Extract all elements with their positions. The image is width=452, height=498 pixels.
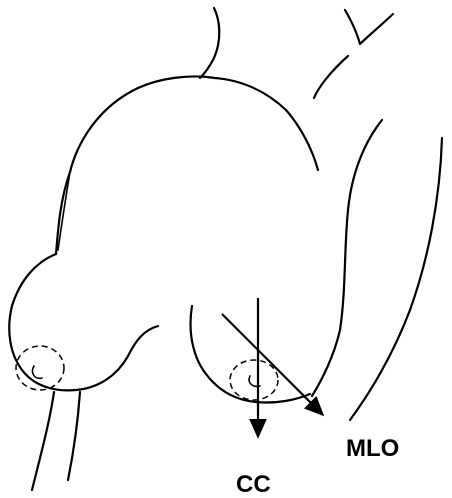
right-arm-outline [350,138,442,420]
shoulder-outline [345,10,393,44]
left-body-line [32,392,54,490]
left-breast-outline [9,254,158,390]
right-breast-outline [191,306,310,403]
mlo-label: MLO [346,435,399,462]
mlo-projection-arrow [222,314,318,410]
upper-chest-outline [56,76,318,254]
neck-outline [200,8,219,78]
left-nipple [32,366,42,378]
left-body-line-2 [68,392,80,480]
right-areola-outline [230,360,278,400]
cc-label: CC [236,471,271,498]
torso-right-outline [314,56,348,98]
right-body-outline [312,120,382,396]
